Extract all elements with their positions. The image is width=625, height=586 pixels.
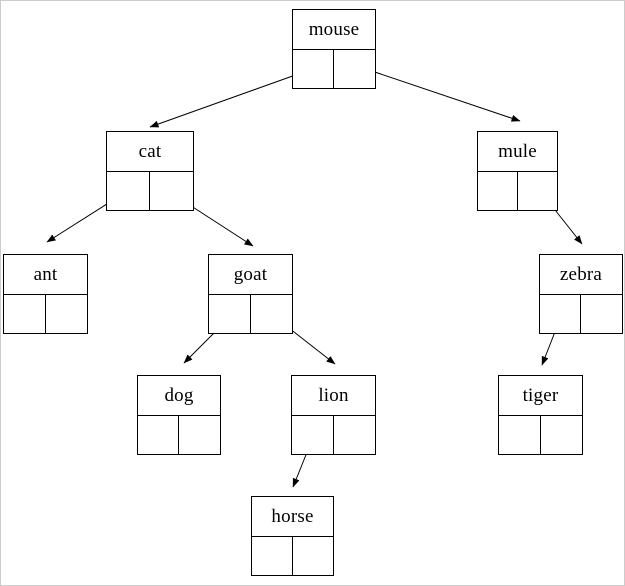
tree-node-dog[interactable]: dog (137, 375, 221, 455)
node-label-horse: horse (252, 497, 333, 537)
tree-node-mule[interactable]: mule (477, 131, 558, 211)
edge-mouse-right-mule (353, 64, 521, 122)
node-pointers-zebra (540, 295, 622, 333)
node-pointers-tiger (499, 416, 582, 454)
pointer-cell-right-mule[interactable] (518, 172, 558, 210)
edge-mouse-left-cat (149, 67, 316, 128)
node-label-cat: cat (107, 132, 193, 172)
node-pointers-ant (4, 295, 87, 333)
node-pointers-dog (138, 416, 220, 454)
pointer-cell-right-ant[interactable] (46, 295, 88, 333)
node-label-mouse: mouse (293, 10, 375, 50)
node-pointers-mule (478, 172, 557, 210)
node-pointers-lion (292, 416, 375, 454)
tree-node-ant[interactable]: ant (3, 254, 88, 334)
pointer-cell-left-lion[interactable] (292, 416, 334, 454)
tree-node-mouse[interactable]: mouse (292, 9, 376, 89)
tree-node-goat[interactable]: goat (208, 254, 293, 334)
pointer-cell-right-lion[interactable] (334, 416, 376, 454)
node-label-zebra: zebra (540, 255, 622, 295)
pointer-cell-left-horse[interactable] (252, 537, 293, 575)
tree-node-cat[interactable]: cat (106, 131, 194, 211)
pointer-cell-left-mule[interactable] (478, 172, 518, 210)
node-pointers-mouse (293, 50, 375, 88)
pointer-cell-right-dog[interactable] (179, 416, 220, 454)
pointer-cell-right-horse[interactable] (293, 537, 334, 575)
node-label-tiger: tiger (499, 376, 582, 416)
pointer-cell-right-zebra[interactable] (581, 295, 622, 333)
tree-node-zebra[interactable]: zebra (539, 254, 623, 334)
pointer-cell-left-mouse[interactable] (293, 50, 334, 88)
node-label-lion: lion (292, 376, 375, 416)
tree-node-horse[interactable]: horse (251, 496, 334, 576)
pointer-cell-left-ant[interactable] (4, 295, 46, 333)
pointer-cell-left-goat[interactable] (209, 295, 251, 333)
node-label-dog: dog (138, 376, 220, 416)
pointer-cell-left-cat[interactable] (107, 172, 150, 210)
node-pointers-horse (252, 537, 333, 575)
pointer-cell-right-goat[interactable] (251, 295, 293, 333)
node-pointers-cat (107, 172, 193, 210)
tree-node-lion[interactable]: lion (291, 375, 376, 455)
pointer-cell-left-zebra[interactable] (540, 295, 581, 333)
node-label-goat: goat (209, 255, 292, 295)
node-label-mule: mule (478, 132, 557, 172)
pointer-cell-right-mouse[interactable] (334, 50, 375, 88)
pointer-cell-left-tiger[interactable] (499, 416, 541, 454)
pointer-cell-right-cat[interactable] (150, 172, 193, 210)
node-pointers-goat (209, 295, 292, 333)
pointer-cell-right-tiger[interactable] (541, 416, 583, 454)
tree-node-tiger[interactable]: tiger (498, 375, 583, 455)
pointer-cell-left-dog[interactable] (138, 416, 179, 454)
node-label-ant: ant (4, 255, 87, 295)
